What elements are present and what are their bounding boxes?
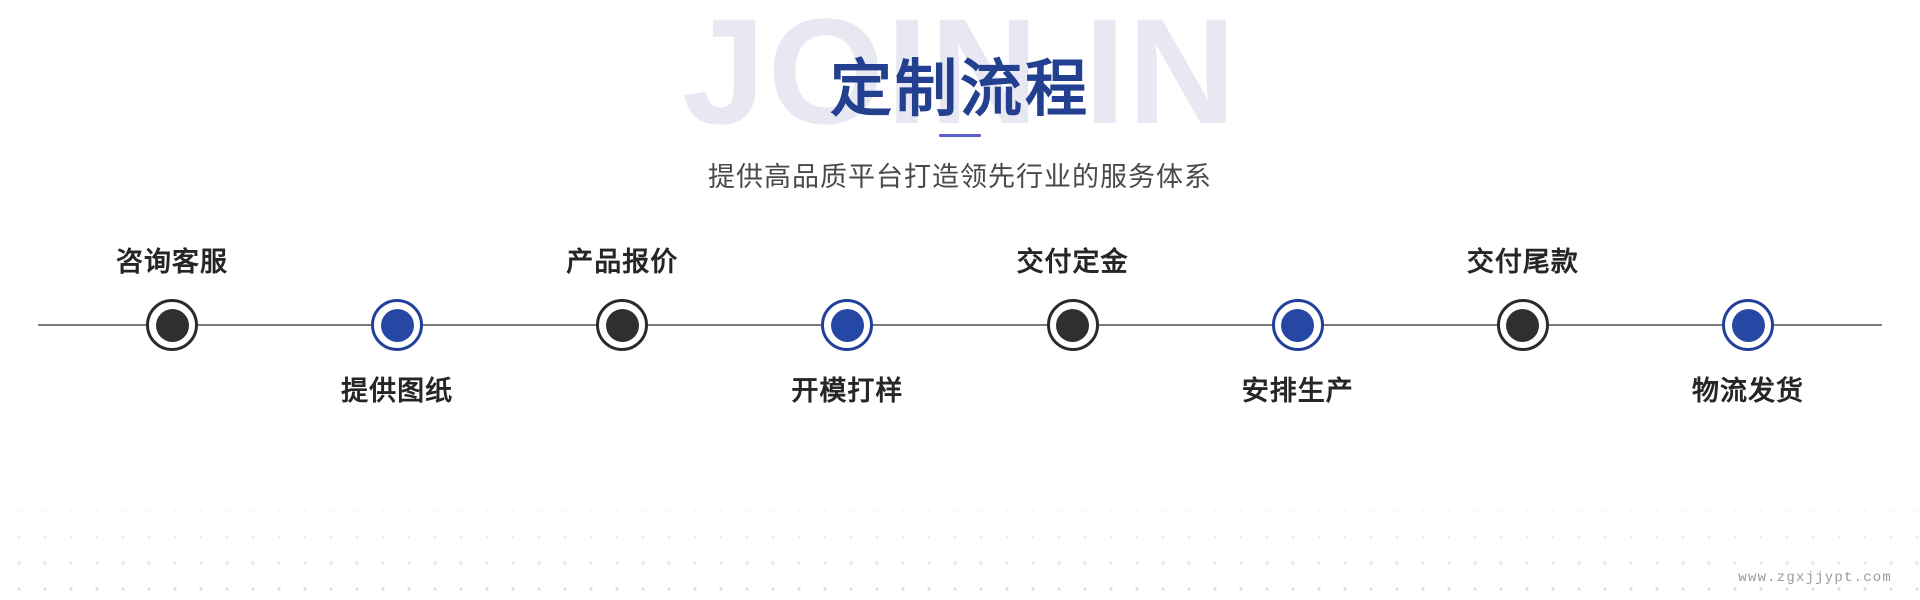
timeline-step-label: 产品报价	[566, 247, 679, 278]
timeline-node-dot-icon	[155, 308, 189, 342]
timeline-step-label: 咨询客服	[116, 247, 228, 278]
timeline-step-7[interactable]: 交付尾款	[1418, 238, 1628, 468]
timeline-step-3[interactable]: 产品报价	[517, 238, 727, 468]
timeline-node-dot-icon	[830, 308, 864, 342]
timeline-step-4[interactable]: 开模打样	[742, 238, 952, 468]
timeline-node-dot-icon	[1731, 308, 1765, 342]
header-section: JOIN IN 定制流程 提供高品质平台打造领先行业的服务体系	[0, 0, 1920, 230]
timeline-step-label: 交付定金	[1016, 247, 1129, 278]
timeline-node-circle-icon	[371, 299, 424, 351]
process-timeline: 咨询客服提供图纸 产品报价开模打样 交付定金安排生产 交付尾款物流发货	[0, 238, 1920, 468]
timeline-step-label: 开模打样	[791, 376, 904, 407]
timeline-nodes: 咨询客服提供图纸 产品报价开模打样 交付定金安排生产 交付尾款物流发货	[0, 238, 1920, 468]
timeline-node-dot-icon	[1506, 308, 1540, 342]
background-watermark-text: JOIN IN	[682, 0, 1238, 155]
timeline-node-circle-icon	[596, 299, 649, 351]
timeline-node-dot-icon	[380, 308, 414, 342]
timeline-step-6[interactable]: 安排生产	[1193, 238, 1403, 468]
page-title: 定制流程	[829, 52, 1090, 125]
timeline-step-label: 安排生产	[1241, 376, 1354, 407]
timeline-step-label: 交付尾款	[1466, 247, 1579, 278]
timeline-step-label: 物流发货	[1692, 376, 1804, 407]
timeline-node-circle-icon	[821, 299, 874, 351]
dot-pattern-fade-overlay	[0, 490, 1920, 600]
timeline-node-circle-icon	[1496, 299, 1549, 351]
page-subtitle: 提供高品质平台打造领先行业的服务体系	[708, 162, 1212, 194]
dot-pattern-decoration	[0, 490, 1920, 600]
timeline-node-circle-icon	[1046, 299, 1099, 351]
site-watermark: www.zgxjjypt.com	[1738, 570, 1892, 586]
timeline-node-dot-icon	[1056, 308, 1090, 342]
timeline-step-8[interactable]: 物流发货	[1643, 238, 1853, 468]
timeline-node-circle-icon	[1722, 299, 1774, 351]
timeline-step-2[interactable]: 提供图纸	[292, 238, 502, 468]
timeline-node-circle-icon	[146, 299, 198, 351]
timeline-step-1[interactable]: 咨询客服	[67, 238, 277, 468]
title-divider	[939, 134, 981, 138]
timeline-node-dot-icon	[1281, 308, 1315, 342]
timeline-step-5[interactable]: 交付定金	[968, 238, 1178, 468]
timeline-axis-line	[38, 324, 1882, 326]
timeline-node-dot-icon	[605, 308, 639, 342]
timeline-step-label: 提供图纸	[341, 376, 454, 407]
title-block: 定制流程 提供高品质平台打造领先行业的服务体系	[0, 56, 1920, 194]
timeline-node-circle-icon	[1271, 299, 1324, 351]
